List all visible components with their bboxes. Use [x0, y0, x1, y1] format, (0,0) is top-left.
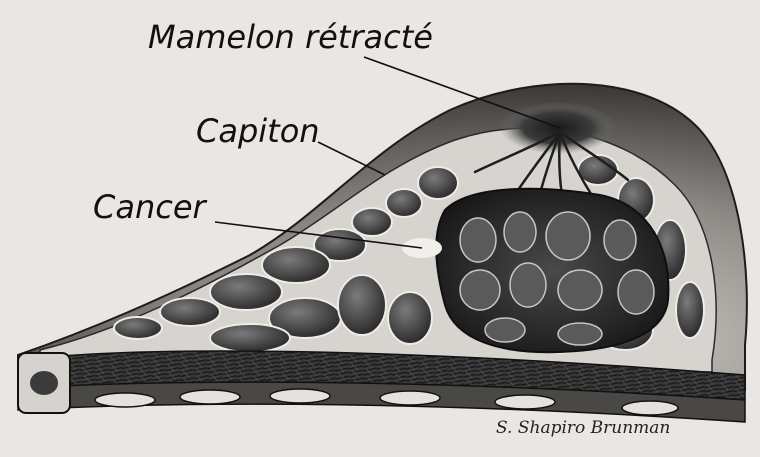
label-retracted-nipple: Mamelon rétracté — [148, 18, 433, 56]
sternum-marrow — [30, 371, 58, 395]
artist-signature: S. Shapiro Brunman — [496, 418, 670, 438]
label-capiton: Capiton — [196, 112, 320, 150]
label-cancer: Cancer — [93, 188, 206, 226]
